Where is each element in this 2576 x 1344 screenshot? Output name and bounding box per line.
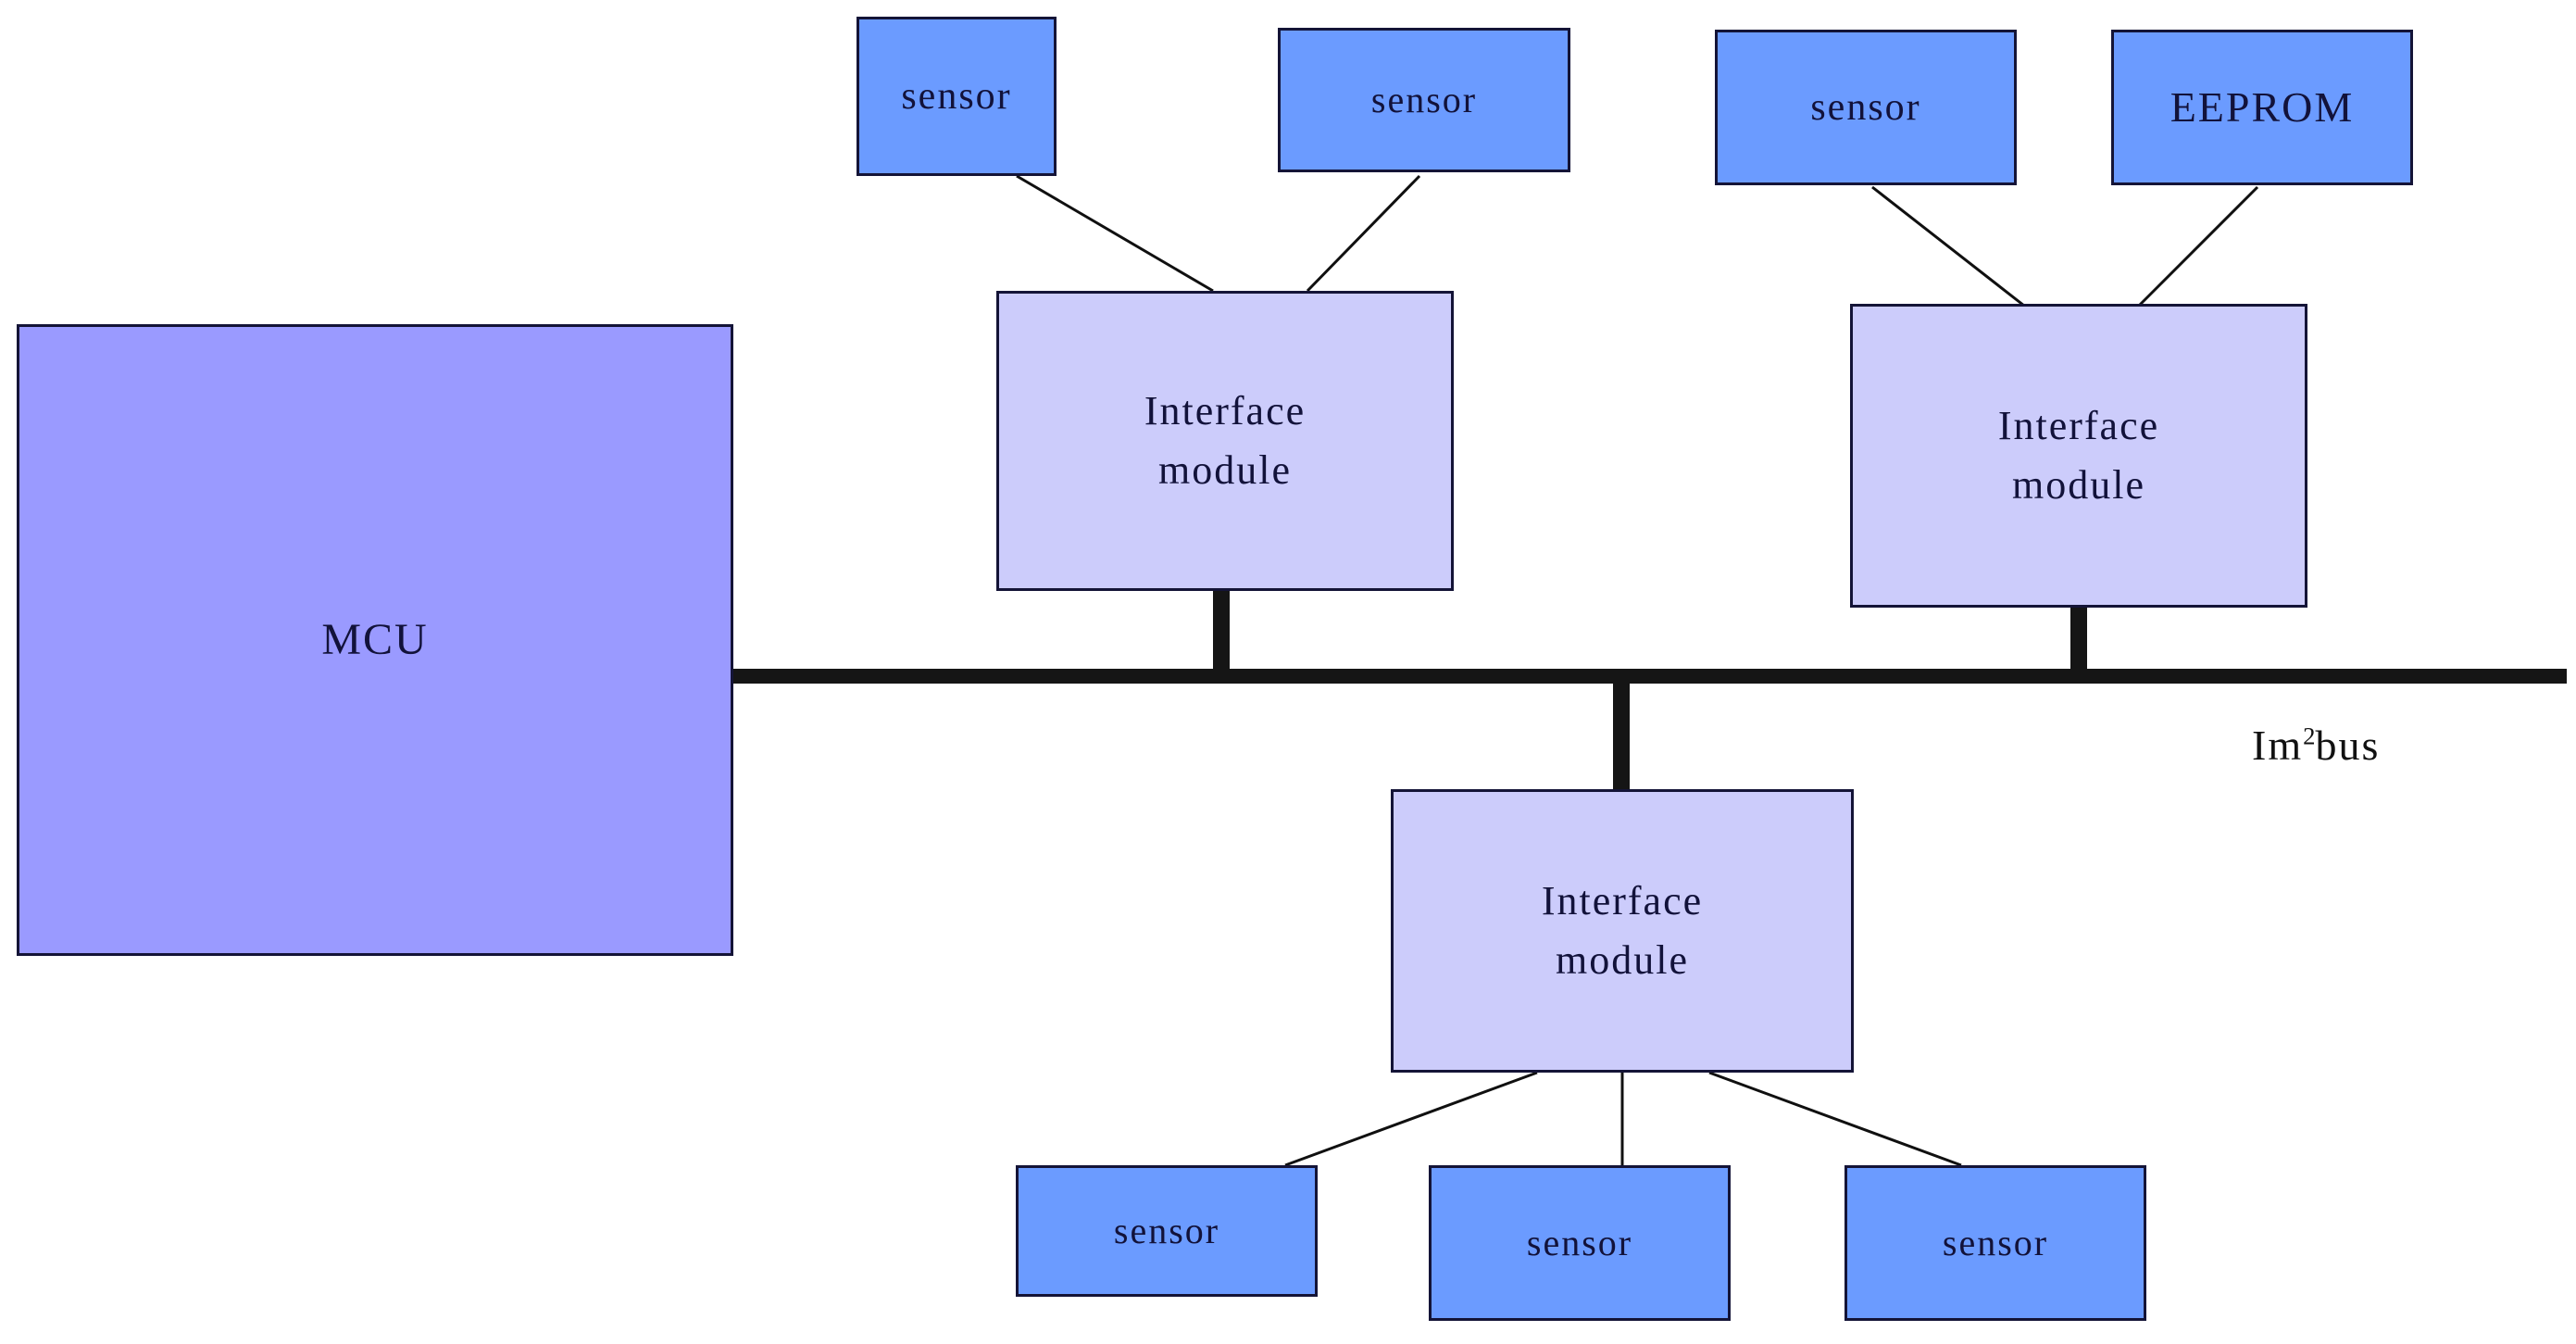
bottom-sensor-2[interactable]: sensor bbox=[1429, 1165, 1731, 1321]
bottom-sensor-3-label: sensor bbox=[1942, 1222, 2049, 1263]
interface-module-left-label: Interface module bbox=[1144, 388, 1307, 493]
mcu-block[interactable]: MCU bbox=[17, 324, 733, 956]
bus-label-superscript: 2 bbox=[2303, 722, 2316, 750]
bottom-sensor-1-label: sensor bbox=[1113, 1210, 1220, 1251]
i2c-bus-label: Im2bus bbox=[2252, 721, 2380, 770]
interface-module-right[interactable]: Interface module bbox=[1850, 304, 2307, 608]
link-top-sensor-1-to-left-module bbox=[1016, 174, 1214, 293]
interface-module-bottom[interactable]: Interface module bbox=[1391, 789, 1854, 1073]
link-top-sensor-3-to-right-module bbox=[1871, 185, 2025, 308]
link-bottom-module-to-bottom-sensor-1 bbox=[1284, 1071, 1538, 1167]
bus-label-prefix: Im bbox=[2252, 722, 2304, 769]
top-sensor-2[interactable]: sensor bbox=[1278, 28, 1570, 172]
bus-stub-left-module bbox=[1213, 589, 1230, 672]
bottom-sensor-1[interactable]: sensor bbox=[1016, 1165, 1318, 1297]
link-top-sensor-2-to-left-module bbox=[1306, 174, 1421, 293]
interface-module-left[interactable]: Interface module bbox=[996, 291, 1454, 591]
top-sensor-1[interactable]: sensor bbox=[857, 17, 1057, 176]
top-sensor-3-label: sensor bbox=[1810, 85, 1921, 129]
bus-label-suffix: bus bbox=[2315, 722, 2381, 769]
bottom-sensor-2-label: sensor bbox=[1526, 1222, 1633, 1263]
eeprom-label: EEPROM bbox=[2170, 82, 2355, 131]
top-sensor-2-label: sensor bbox=[1370, 79, 1478, 120]
bottom-sensor-3[interactable]: sensor bbox=[1844, 1165, 2146, 1321]
top-sensor-3[interactable]: sensor bbox=[1715, 30, 2017, 185]
bus-stub-right-module bbox=[2070, 606, 2087, 672]
interface-module-bottom-label: Interface module bbox=[1541, 878, 1704, 983]
i2c-bus-line bbox=[732, 669, 2567, 684]
interface-module-right-label: Interface module bbox=[1997, 403, 2160, 508]
eeprom-block[interactable]: EEPROM bbox=[2111, 30, 2413, 185]
mcu-label: MCU bbox=[321, 615, 429, 665]
bus-stub-bottom-module bbox=[1613, 680, 1630, 791]
link-bottom-module-to-bottom-sensor-3 bbox=[1708, 1071, 1962, 1167]
link-eeprom-to-right-module bbox=[2137, 185, 2259, 308]
top-sensor-1-label: sensor bbox=[901, 74, 1012, 118]
